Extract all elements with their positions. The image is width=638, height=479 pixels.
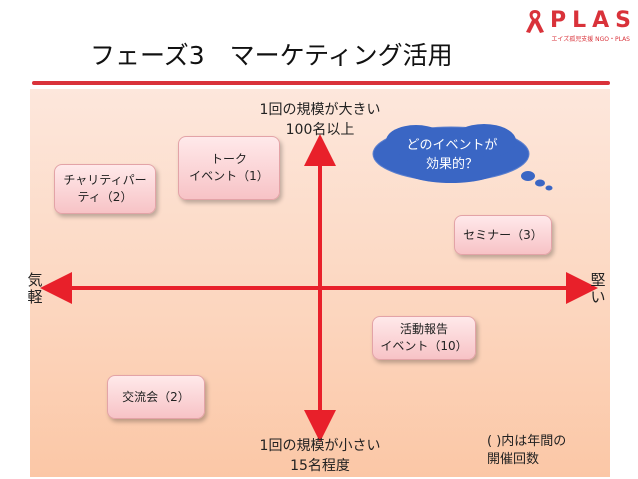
event-report: 活動報告 イベント（10） [372,316,476,360]
event-charity: チャリティパー ティ（2） [54,164,156,214]
cloud-line1: どのイベントが [406,138,498,153]
ribbon-icon [526,10,544,33]
event-report-line1: 活動報告 [399,322,448,336]
axis-right-line2: い [590,288,606,306]
axis-right-label: 堅 い [589,272,607,306]
event-talk: トーク イベント（1） [178,136,280,200]
event-exchange-line1: 交流会（2） [122,389,190,404]
event-talk-line2: イベント（1） [189,169,269,183]
cloud-text: どのイベントが 効果的？ [380,136,524,174]
event-report-line2: イベント（10） [380,339,468,353]
axis-left-line2: 軽 [27,288,43,306]
logo-text: PLAS [550,8,638,33]
axis-left-label: 気 軽 [26,272,44,306]
axis-top-label: 1回の規模が大きい 100名以上 [230,100,410,140]
event-charity-line1: チャリティパー [63,173,147,187]
event-talk-line1: トーク [210,152,247,166]
cloud-line2: 効果的？ [425,157,478,172]
annual-count-note: ( )内は年間の 開催回数 [487,433,566,469]
plas-logo: PLAS エイズ孤児支援 NGO・PLAS [520,6,631,43]
axis-bottom-line2: 15名程度 [290,458,350,474]
event-exchange: 交流会（2） [107,375,205,419]
note-line1: ( )内は年間の [487,434,567,449]
axis-bottom-line1: 1回の規模が小さい [259,438,381,454]
axis-right-line1: 堅 [590,271,606,289]
axis-top-line2: 100名以上 [285,122,355,138]
axis-left-line1: 気 [27,271,43,289]
thought-cloud [372,124,553,191]
axis-top-line1: 1回の規模が大きい [259,102,381,118]
title-underline [32,81,610,85]
event-seminar: セミナー（3） [454,215,552,255]
axis-bottom-label: 1回の規模が小さい 15名程度 [230,436,410,476]
event-seminar-line1: セミナー（3） [463,227,543,242]
event-charity-line2: ティ（2） [77,190,133,204]
logo-subtitle: エイズ孤児支援 NGO・PLAS [551,36,630,43]
page-title: フェーズ3 マーケティング活用 [90,41,453,70]
note-line2: 開催回数 [487,452,540,467]
